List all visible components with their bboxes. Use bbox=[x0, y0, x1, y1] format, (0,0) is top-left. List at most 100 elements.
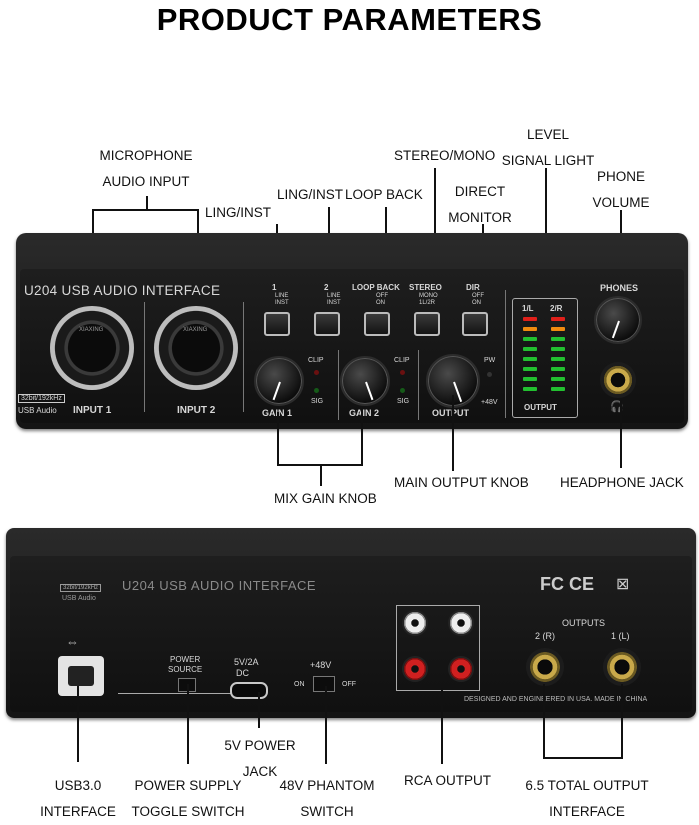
meter-right-label: 2/R bbox=[550, 304, 563, 313]
phantom-rear-label: +48V bbox=[310, 660, 332, 670]
meter-output-label: OUTPUT bbox=[524, 403, 557, 412]
output-jack-right[interactable] bbox=[526, 648, 564, 686]
divider bbox=[505, 290, 506, 418]
front-brand: U204 USB AUDIO INTERFACE bbox=[24, 283, 221, 298]
output-jack-left[interactable] bbox=[603, 648, 641, 686]
meter-led bbox=[551, 347, 565, 351]
switch-2-label: 2 bbox=[324, 283, 329, 292]
sig-1-label: SIG bbox=[311, 398, 324, 405]
usb-icon: ⇔ bbox=[66, 634, 79, 649]
meter-led bbox=[523, 337, 537, 341]
meter-led bbox=[551, 367, 565, 371]
clip-2-label: CLIP bbox=[394, 357, 410, 364]
designed-text: DESIGNED AND ENGINEERED IN USA. MADE IN … bbox=[464, 696, 648, 703]
leader-line bbox=[187, 684, 189, 764]
gain-2-knob[interactable] bbox=[340, 356, 390, 406]
leader-line bbox=[543, 757, 623, 759]
gain-1-knob[interactable] bbox=[254, 356, 304, 406]
callout-rca-output: RCA OUTPUT bbox=[404, 773, 492, 788]
input-1-label: INPUT 1 bbox=[73, 405, 112, 416]
xlr-brand: XIAXING bbox=[79, 327, 104, 333]
leader-line bbox=[325, 686, 327, 764]
usb-c-power-jack[interactable] bbox=[230, 682, 268, 699]
meter-led bbox=[523, 367, 537, 371]
callout-phone-volume: PHONE VOLUME bbox=[592, 169, 650, 210]
meter-led bbox=[523, 387, 537, 391]
leader-line bbox=[452, 395, 454, 471]
switch-1-inst: INST bbox=[275, 300, 289, 306]
dir-label: DIR bbox=[466, 283, 480, 292]
divider bbox=[243, 302, 244, 412]
phantom-switch[interactable] bbox=[313, 676, 335, 692]
phantom-on-label: ON bbox=[294, 681, 305, 688]
stereo-mono-button[interactable] bbox=[414, 312, 440, 336]
usb-port-hole bbox=[68, 666, 94, 686]
callout-level-signal: LEVEL SIGNAL LIGHT bbox=[501, 127, 595, 168]
format-badge: 32bit/192kHz bbox=[18, 394, 65, 403]
meter-led bbox=[523, 317, 537, 321]
callout-stereo-mono: STEREO/MONO bbox=[394, 148, 496, 163]
line-inst-2-button[interactable] bbox=[314, 312, 340, 336]
meter-led bbox=[551, 327, 565, 331]
output-knob-label: OUTPUT bbox=[432, 408, 469, 418]
pw-led bbox=[487, 372, 492, 377]
meter-left-label: 1/L bbox=[522, 304, 534, 313]
rear-usb-audio: USB Audio bbox=[62, 595, 96, 602]
clip-1-label: CLIP bbox=[308, 357, 324, 364]
rca-left-red[interactable] bbox=[402, 656, 428, 682]
rear-badge: 32bit/192kHz bbox=[60, 584, 102, 592]
rca-right-white[interactable] bbox=[448, 610, 474, 636]
rear-panel bbox=[6, 528, 696, 718]
callout-total-output: 6.5 TOTAL OUTPUT INTERFACE bbox=[525, 778, 649, 819]
rca-left-white[interactable] bbox=[402, 610, 428, 636]
loop-back-label: LOOP BACK bbox=[352, 283, 400, 292]
switch-2-inst: INST bbox=[327, 300, 341, 306]
meter-led bbox=[551, 337, 565, 341]
cert-marks: FC CE bbox=[540, 574, 594, 594]
page-title: PRODUCT PARAMETERS bbox=[156, 2, 543, 37]
dir-off: OFF bbox=[472, 293, 484, 299]
callout-main-output: MAIN OUTPUT KNOB bbox=[394, 475, 529, 490]
line-inst-1-button[interactable] bbox=[264, 312, 290, 336]
meter-led bbox=[551, 317, 565, 321]
leader-line bbox=[441, 688, 443, 764]
usb-b-port[interactable] bbox=[58, 656, 104, 696]
sig-2-led bbox=[400, 388, 405, 393]
meter-led bbox=[551, 377, 565, 381]
direct-monitor-button[interactable] bbox=[462, 312, 488, 336]
leader-line bbox=[621, 684, 623, 758]
switch-1-label: 1 bbox=[272, 283, 277, 292]
power-arrow bbox=[118, 693, 238, 694]
switch-2-line: LINE bbox=[327, 293, 341, 299]
loop-back-button[interactable] bbox=[364, 312, 390, 336]
out-l-label: 1 (L) bbox=[611, 631, 630, 641]
headphone-jack[interactable] bbox=[600, 362, 636, 398]
callout-ling-inst-a: LING/INST bbox=[205, 205, 272, 220]
leader-line bbox=[92, 209, 199, 211]
divider bbox=[418, 350, 419, 420]
rca-right-red[interactable] bbox=[448, 656, 474, 682]
callout-microphone: MICROPHONE AUDIO INPUT bbox=[99, 148, 193, 189]
leader-line bbox=[77, 686, 79, 762]
meter-led bbox=[523, 357, 537, 361]
callout-loop-back: LOOP BACK bbox=[345, 187, 423, 202]
leader-line bbox=[277, 412, 279, 465]
rear-face bbox=[10, 556, 692, 712]
loop-off: OFF bbox=[376, 293, 388, 299]
dc-label-1: 5V/2A bbox=[234, 657, 259, 667]
meter-led bbox=[523, 327, 537, 331]
stereo-label: STEREO bbox=[409, 283, 442, 292]
stereo-lr: 1L/2R bbox=[419, 300, 436, 306]
level-meter bbox=[512, 298, 578, 418]
loop-on: ON bbox=[376, 300, 385, 306]
phones-volume-knob[interactable] bbox=[594, 296, 642, 344]
usb-audio-label: USB Audio bbox=[18, 406, 57, 415]
callout-headphone-jack: HEADPHONE JACK bbox=[560, 475, 684, 490]
outputs-label: OUTPUTS bbox=[562, 618, 606, 628]
callout-mix-gain: MIX GAIN KNOB bbox=[274, 491, 377, 506]
xlr-input-2[interactable] bbox=[154, 306, 238, 390]
divider bbox=[144, 302, 145, 412]
weee-icon: ⊠ bbox=[616, 576, 630, 593]
meter-led bbox=[523, 347, 537, 351]
xlr-input-1[interactable] bbox=[50, 306, 134, 390]
